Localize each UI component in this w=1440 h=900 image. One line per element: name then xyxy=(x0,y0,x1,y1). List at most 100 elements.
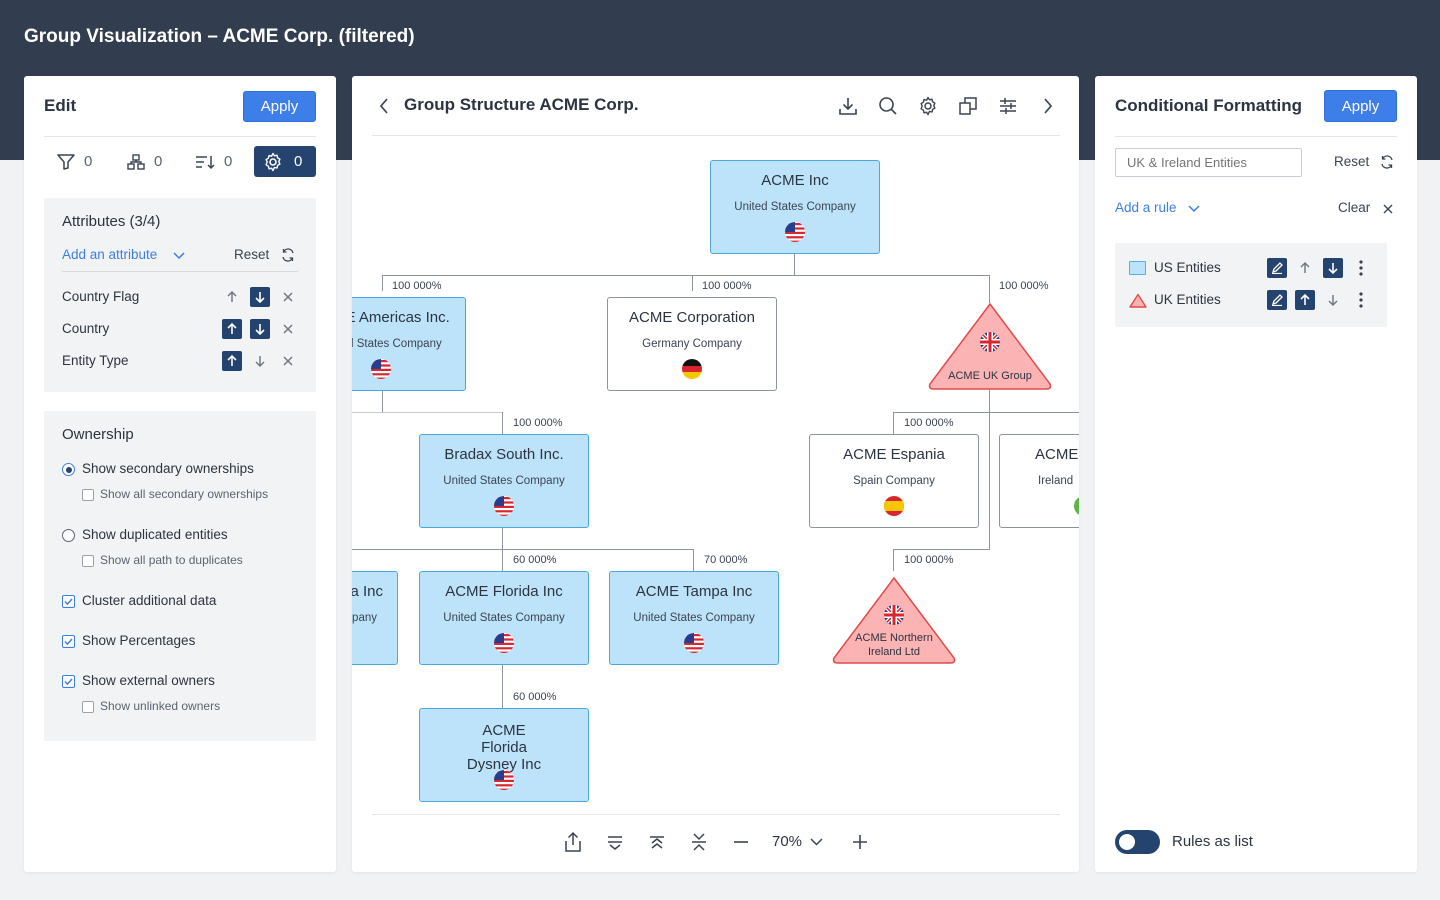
fit-icon[interactable] xyxy=(687,830,711,854)
arrow-up-button[interactable] xyxy=(1295,290,1315,310)
entity-name: ACME xyxy=(1035,446,1079,463)
spain-flag-icon xyxy=(884,496,904,516)
connector xyxy=(382,390,383,412)
more-vertical-icon[interactable] xyxy=(1351,290,1371,310)
forward-chevron-icon[interactable] xyxy=(1036,94,1060,118)
entity-node-corporation[interactable]: ACME Corporation Germany Company xyxy=(607,297,777,391)
remove-icon[interactable] xyxy=(278,319,298,339)
rule-search-input[interactable] xyxy=(1115,148,1302,177)
zoom-select[interactable]: 70% xyxy=(772,832,828,852)
entity-node-tampa[interactable]: ACME Tampa Inc United States Company xyxy=(609,571,779,665)
layout-icon[interactable] xyxy=(956,94,980,118)
arrow-down-icon[interactable] xyxy=(1323,290,1343,310)
entity-node-espania[interactable]: ACME Espania Spain Company xyxy=(809,434,979,528)
refresh-icon xyxy=(280,247,296,263)
duplicated-radio[interactable]: Show duplicated entities xyxy=(62,527,302,545)
add-attribute-label: Add an attribute xyxy=(62,247,158,262)
edit-rule-button[interactable] xyxy=(1267,290,1287,310)
attribute-label: Entity Type xyxy=(62,353,129,368)
remove-icon[interactable] xyxy=(278,351,298,371)
entity-node-northern-ireland[interactable]: ACME Northern Ireland Ltd xyxy=(830,574,958,666)
sliders-icon[interactable] xyxy=(996,94,1020,118)
entity-type: Spain Company xyxy=(853,475,935,487)
entity-name: Bradax South Inc. xyxy=(444,446,564,463)
remove-icon[interactable] xyxy=(278,287,298,307)
entity-name: ACME Inc xyxy=(761,172,829,189)
ownership-percentage: 100 000% xyxy=(510,417,566,429)
connector xyxy=(989,275,990,303)
all-secondary-checkbox[interactable]: Show all secondary ownerships xyxy=(82,487,302,503)
all-path-checkbox[interactable]: Show all path to duplicates xyxy=(82,553,302,569)
entity-node-florida[interactable]: ACME Florida Inc United States Company xyxy=(419,571,589,665)
connector xyxy=(502,664,503,708)
share-icon[interactable] xyxy=(561,830,585,854)
arrow-down-button[interactable] xyxy=(250,319,270,339)
radio-unchecked xyxy=(62,529,75,542)
attribute-label: Country xyxy=(62,321,110,336)
hierarchy-tool[interactable]: 0 xyxy=(126,151,176,173)
org-chart-canvas[interactable]: 100 000% 100 000% 100 000% 100 000% 100 … xyxy=(352,136,1079,814)
search-icon[interactable] xyxy=(876,94,900,118)
gear-icon[interactable] xyxy=(916,94,940,118)
filter-tool[interactable]: 0 xyxy=(56,151,106,173)
entity-node-bradax[interactable]: Bradax South Inc. United States Company xyxy=(419,434,589,528)
edit-rule-button[interactable] xyxy=(1267,258,1287,278)
entity-type: United States Company xyxy=(633,612,755,624)
entity-node-acme-inc[interactable]: ACME Inc United States Company xyxy=(710,160,880,254)
ownership-percentage: 100 000% xyxy=(699,280,755,292)
arrow-up-button[interactable] xyxy=(222,351,242,371)
connector xyxy=(352,412,502,413)
settings-tool[interactable]: 0 xyxy=(254,146,316,177)
entity-node-americas[interactable]: ACME Americas Inc. United States Company xyxy=(352,297,466,391)
entity-type: United States Company xyxy=(352,612,377,624)
entity-node-dysney[interactable]: ACME Florida Dysney Inc xyxy=(419,708,589,802)
rules-as-list-toggle[interactable] xyxy=(1115,830,1160,854)
divider xyxy=(372,135,1060,136)
collapse-all-icon[interactable] xyxy=(603,830,627,854)
percentages-checkbox[interactable]: Show Percentages xyxy=(62,633,302,651)
expand-up-icon[interactable] xyxy=(645,830,669,854)
hierarchy-count: 0 xyxy=(154,153,163,170)
attribute-row: Entity Type xyxy=(62,350,302,372)
clear-rules[interactable]: Clear xyxy=(1338,200,1398,218)
rule-row[interactable]: UK Entities xyxy=(1129,289,1379,311)
secondary-radio[interactable]: Show secondary ownerships xyxy=(62,461,302,479)
arrow-up-button[interactable] xyxy=(222,319,242,339)
entity-node-ireland[interactable]: ACME Ireland xyxy=(999,434,1079,528)
attribute-row: Country Flag xyxy=(62,286,302,308)
add-attribute-link[interactable]: Add an attribute xyxy=(62,247,192,265)
connector xyxy=(352,549,694,550)
external-checkbox[interactable]: Show external owners xyxy=(62,673,302,691)
entity-node-partial[interactable]: ACME Alpha Inc United States Company xyxy=(352,571,398,665)
sort-tool[interactable]: 0 xyxy=(194,151,244,173)
arrow-up-icon[interactable] xyxy=(1295,258,1315,278)
entity-node-uk-group[interactable]: ACME UK Group xyxy=(926,300,1054,392)
arrow-up-icon[interactable] xyxy=(222,287,242,307)
structure-panel: Group Structure ACME Corp. 100 000% 100 … xyxy=(352,76,1079,872)
cf-reset[interactable]: Reset xyxy=(1334,154,1400,172)
arrow-down-button[interactable] xyxy=(250,287,270,307)
checkbox xyxy=(82,701,94,713)
more-vertical-icon[interactable] xyxy=(1351,258,1371,278)
cluster-checkbox[interactable]: Cluster additional data xyxy=(62,593,302,611)
entity-type: United States Company xyxy=(443,475,565,487)
filter-count: 0 xyxy=(84,153,93,170)
arrow-down-button[interactable] xyxy=(1323,258,1343,278)
divider xyxy=(62,271,298,272)
connector xyxy=(382,275,990,276)
zoom-in-icon[interactable] xyxy=(848,830,872,854)
ownership-percentage: 70 000% xyxy=(701,554,751,566)
arrow-down-icon[interactable] xyxy=(250,351,270,371)
cf-title: Conditional Formatting xyxy=(1115,96,1302,115)
entity-name: ACME Northern Ireland Ltd xyxy=(855,632,933,658)
cf-apply-button[interactable]: Apply xyxy=(1324,90,1397,122)
unlinked-checkbox[interactable]: Show unlinked owners xyxy=(82,699,302,715)
zoom-out-icon[interactable] xyxy=(729,830,753,854)
download-icon[interactable] xyxy=(836,94,860,118)
add-rule-link[interactable]: Add a rule xyxy=(1115,200,1215,218)
all-path-label: Show all path to duplicates xyxy=(100,553,243,567)
edit-apply-button[interactable]: Apply xyxy=(243,91,316,122)
rule-row[interactable]: US Entities xyxy=(1129,257,1379,279)
attributes-reset[interactable]: Reset xyxy=(234,247,304,265)
back-chevron-icon[interactable] xyxy=(372,94,396,118)
